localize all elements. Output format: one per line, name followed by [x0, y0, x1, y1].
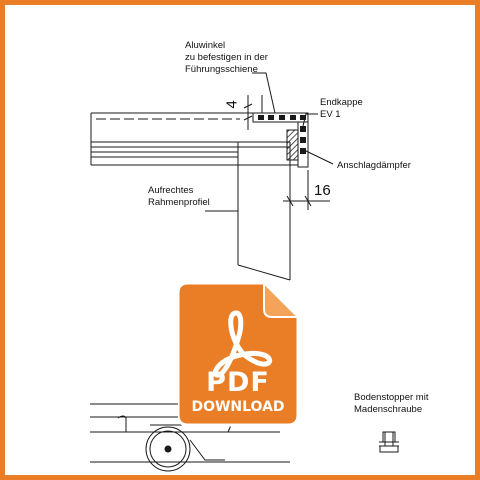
label-anschlagdaempfer: Anschlagdämpfer	[337, 160, 411, 171]
acrobat-icon	[212, 310, 273, 378]
download-label[interactable]: DOWNLOAD	[191, 399, 285, 415]
label-endkappe: Endkappe EV 1	[320, 97, 363, 121]
label-aluwinkel-line3: Führungsschiene	[185, 64, 258, 75]
label-rahmenprofil-line1: Aufrechtes	[148, 185, 194, 196]
label-rahmenprofil-line2: Rahmenprofiel	[148, 197, 210, 208]
pdf-label[interactable]: PDF	[206, 367, 270, 398]
label-aluwinkel-line1: Aluwinkel	[185, 40, 226, 51]
label-bodenstopper-line1: Bodenstopper mit	[354, 392, 429, 403]
label-aluwinkel-line2: zu befestigen in der	[185, 52, 268, 63]
label-endkappe-line1: Endkappe	[320, 97, 363, 108]
pdf-download-badge[interactable]	[178, 283, 303, 428]
label-endkappe-line2: EV 1	[320, 109, 341, 120]
label-bodenstopper-line2: Madenschraube	[354, 404, 423, 415]
label-bodenstopper: Bodenstopper mit Madenschraube	[354, 392, 428, 416]
label-rahmenprofil: Aufrechtes Rahmenprofiel	[148, 185, 210, 209]
label-aluwinkel: Aluwinkel zu befestigen in der Führungss…	[185, 40, 268, 76]
dimension-horizontal: 16	[314, 182, 331, 199]
dimension-vertical: 4	[223, 100, 241, 109]
